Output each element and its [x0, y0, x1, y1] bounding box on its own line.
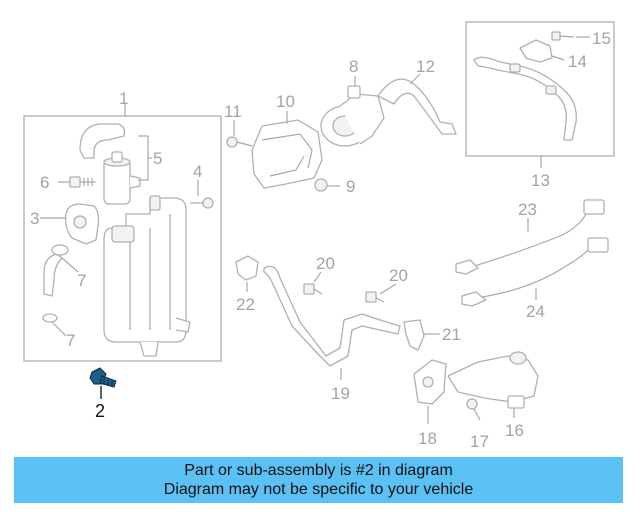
callout-3[interactable]: 3	[30, 209, 39, 228]
callout-14[interactable]: 14	[568, 52, 587, 71]
callout-19[interactable]: 19	[331, 384, 350, 403]
callout-20b[interactable]: 20	[389, 266, 408, 285]
callout-4[interactable]: 4	[193, 162, 202, 181]
pipe-group	[235, 255, 440, 380]
callout-24[interactable]: 24	[526, 302, 545, 321]
callout-15[interactable]: 15	[592, 29, 611, 48]
callout-2[interactable]: 2	[95, 401, 105, 421]
hose-kit-box	[465, 21, 615, 168]
callout-17[interactable]: 17	[470, 432, 489, 451]
part-2-bolt[interactable]	[89, 367, 117, 399]
callout-5[interactable]: 5	[153, 149, 162, 168]
valve-group	[413, 351, 539, 424]
callout-8[interactable]: 8	[349, 57, 358, 76]
callout-12[interactable]: 12	[416, 57, 435, 76]
callout-10[interactable]: 10	[276, 92, 295, 111]
callout-21[interactable]: 21	[442, 325, 461, 344]
banner-line-2: Diagram may not be specific to your vehi…	[163, 481, 474, 498]
oxygen-sensors-group	[455, 199, 609, 307]
callout-23[interactable]: 23	[518, 200, 537, 219]
callout-9[interactable]: 9	[346, 177, 355, 196]
callout-7a[interactable]: 7	[77, 271, 86, 290]
callout-18[interactable]: 18	[418, 429, 437, 448]
callout-13[interactable]: 13	[531, 171, 550, 190]
callout-22[interactable]: 22	[236, 295, 255, 314]
pump-assembly-group	[226, 73, 457, 192]
callout-16[interactable]: 16	[505, 421, 524, 440]
callout-11[interactable]: 11	[224, 102, 242, 121]
banner-line-1: Part or sub-assembly is #2 in diagram	[184, 462, 453, 479]
info-banner: Part or sub-assembly is #2 in diagram Di…	[14, 457, 623, 503]
callout-20a[interactable]: 20	[316, 254, 335, 273]
callout-6[interactable]: 6	[40, 173, 49, 192]
banner-background	[14, 457, 623, 503]
callout-labels: 1 2 3 4 5 6 7 7 8 9 10 11 12 13 14 15 16…	[30, 29, 611, 451]
canister-assembly-box	[23, 104, 222, 362]
callout-1[interactable]: 1	[119, 89, 128, 108]
callout-7b[interactable]: 7	[66, 331, 75, 350]
